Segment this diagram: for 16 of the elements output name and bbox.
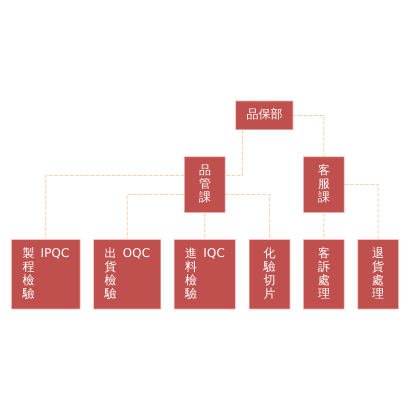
node-box: 製程檢驗 IPQC [11,239,80,310]
node-box: 品管課 [184,156,226,213]
node-box: 客服課 [303,156,345,213]
node-box: 進料檢驗 IQC [174,239,236,310]
node-box: 品保部 [235,100,294,130]
connector [126,194,185,240]
connector [45,175,185,240]
node-box: 出貨檢驗 OQC [93,239,162,310]
node-box: 化驗切片 [248,239,290,310]
connector [344,184,378,240]
connector [224,194,270,240]
connector [224,130,243,176]
node-box: 退貨處理 [357,239,399,310]
node-box: 客訴處理 [303,239,345,310]
connector [292,114,324,158]
connector [204,212,206,240]
